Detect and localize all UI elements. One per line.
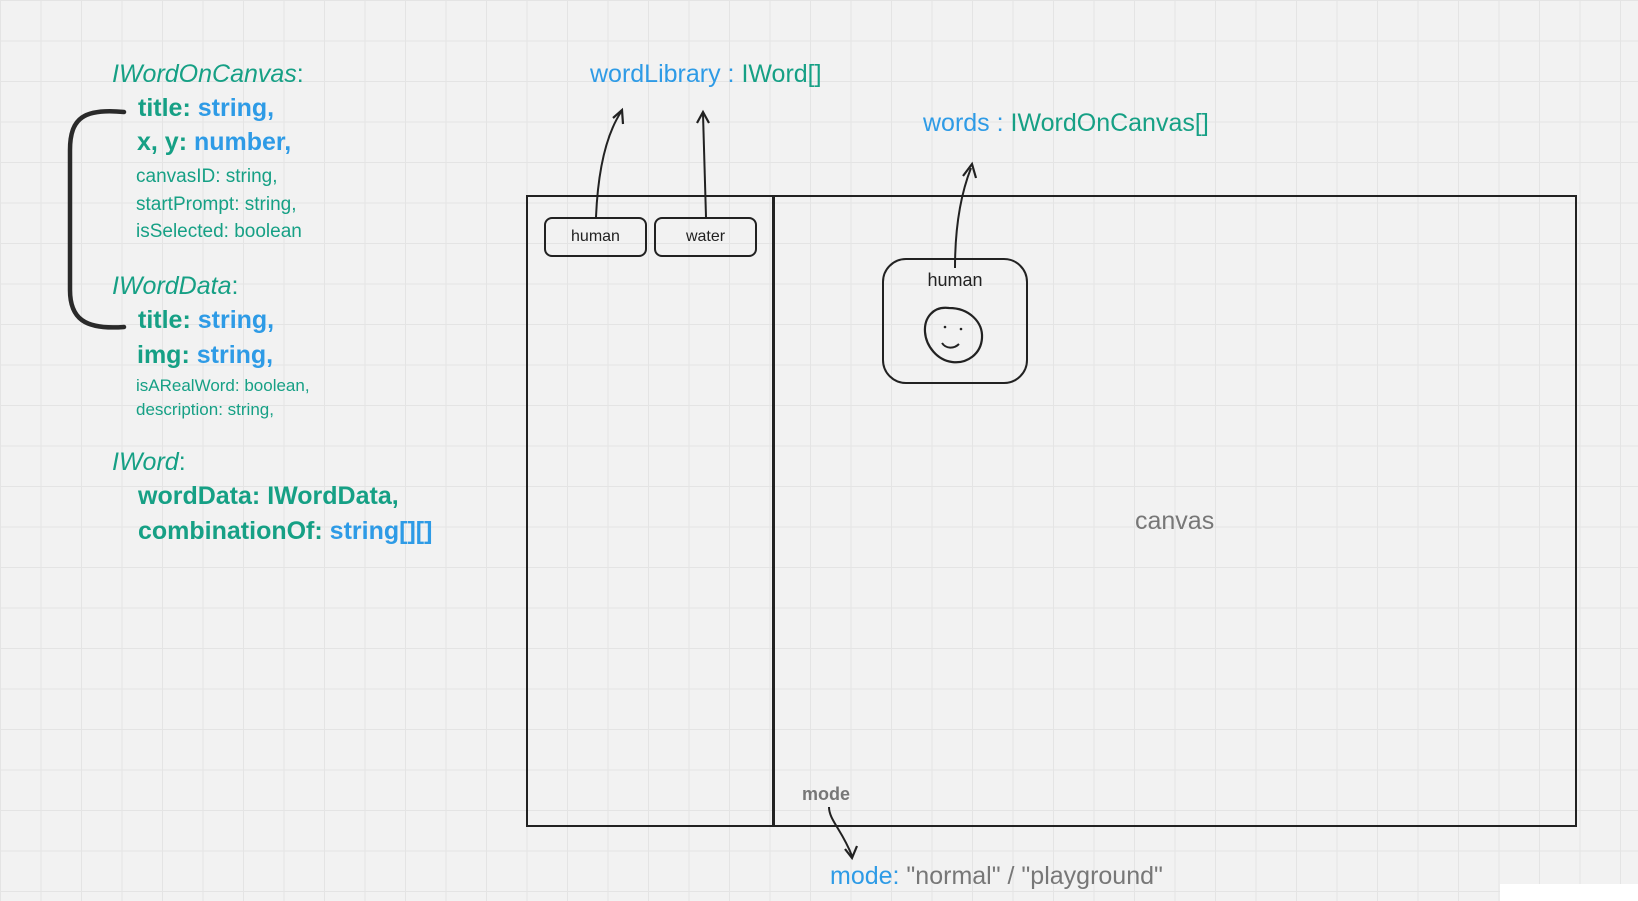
field-type: number, bbox=[193, 128, 292, 156]
field-extra: isSelected: boolean bbox=[136, 221, 302, 242]
canvas-label: canvas bbox=[1135, 507, 1215, 535]
field-key: wordData: bbox=[138, 482, 261, 510]
app-frame bbox=[526, 195, 1577, 827]
mode-label: mode: "normal" / "playground" bbox=[830, 862, 1163, 891]
field-row: img: string, bbox=[137, 341, 273, 370]
arrow-line bbox=[702, 113, 707, 218]
iworddata-heading: IWordData: bbox=[112, 272, 238, 301]
arrowhead-icon bbox=[696, 109, 710, 124]
field-key: combinationOf: bbox=[138, 517, 323, 545]
arrowhead-icon bbox=[844, 845, 859, 861]
white-patch bbox=[1500, 884, 1638, 901]
canvas-word-title: human bbox=[927, 270, 983, 290]
word-library-label: wordLibrary : IWord[] bbox=[590, 60, 822, 89]
label-type: IWordOnCanvas[] bbox=[1010, 109, 1209, 137]
field-type: string, bbox=[196, 341, 274, 369]
field-row: x, y: number, bbox=[137, 128, 291, 157]
field-type: string[][] bbox=[329, 517, 433, 545]
word-chip-water[interactable]: water bbox=[654, 217, 757, 257]
type-name: IWord bbox=[112, 448, 179, 476]
field-type: string, bbox=[197, 306, 275, 334]
field-row: title: string, bbox=[138, 94, 274, 123]
field-type: string, bbox=[197, 94, 275, 122]
arrow-line bbox=[595, 111, 622, 218]
label-name: wordLibrary bbox=[590, 60, 721, 88]
field-extra: startPrompt: string, bbox=[136, 194, 297, 215]
mode-name: mode: bbox=[830, 862, 900, 890]
iwordoncanvas-heading: IWordOnCanvas: bbox=[112, 60, 304, 89]
label-sep: : bbox=[989, 109, 1011, 137]
field-key: title: bbox=[138, 306, 191, 334]
type-colon: : bbox=[296, 60, 304, 88]
label-type: IWord[] bbox=[741, 60, 822, 88]
field-key: x, y: bbox=[137, 128, 188, 156]
face-icon bbox=[923, 306, 984, 364]
label-name: words bbox=[923, 109, 990, 137]
type-colon: : bbox=[178, 448, 186, 476]
arrow-line bbox=[954, 167, 972, 269]
words-label: words : IWordOnCanvas[] bbox=[923, 109, 1209, 138]
arrowhead-icon bbox=[962, 161, 978, 179]
brace-icon bbox=[67, 108, 127, 330]
field-extra: description: string, bbox=[136, 400, 274, 419]
word-chip-human[interactable]: human bbox=[544, 217, 647, 257]
arrow-line bbox=[828, 806, 853, 857]
mode-tag: mode bbox=[802, 784, 851, 804]
field-row: wordData: IWordData, bbox=[138, 482, 399, 511]
label-sep: : bbox=[720, 60, 742, 88]
iword-heading: IWord: bbox=[112, 448, 186, 477]
field-row: title: string, bbox=[138, 306, 274, 335]
field-extra: canvasID: string, bbox=[136, 166, 278, 187]
field-extra: isARealWord: boolean, bbox=[136, 376, 310, 395]
field-key: img: bbox=[137, 341, 190, 369]
type-colon: : bbox=[231, 272, 239, 300]
sidebar-divider bbox=[772, 195, 775, 827]
arrowhead-icon bbox=[612, 107, 625, 125]
mode-value: "normal" / "playground" bbox=[899, 862, 1163, 890]
type-name: IWordData bbox=[112, 272, 232, 300]
field-type: IWordData, bbox=[267, 482, 399, 510]
field-key: title: bbox=[138, 94, 191, 122]
field-row: combinationOf: string[][] bbox=[138, 517, 432, 546]
type-name: IWordOnCanvas bbox=[112, 60, 297, 88]
